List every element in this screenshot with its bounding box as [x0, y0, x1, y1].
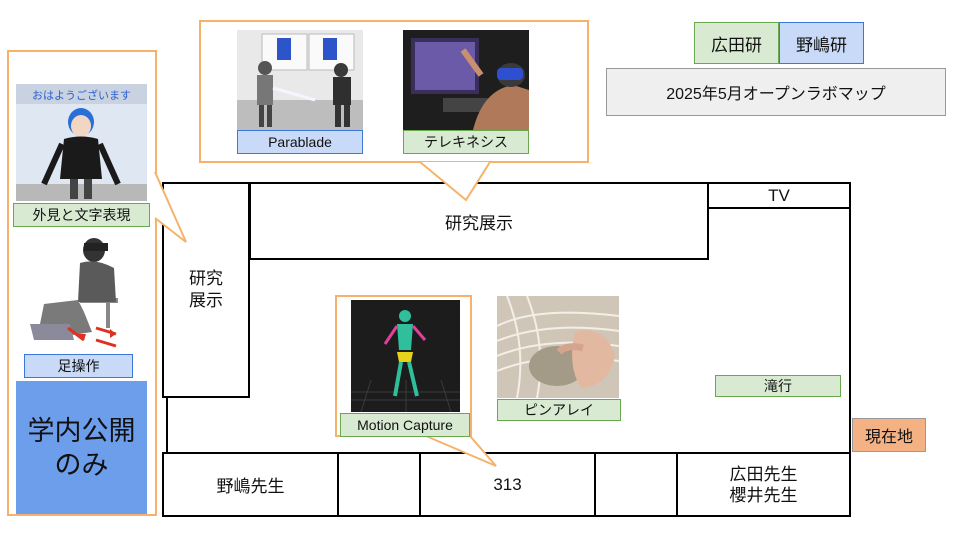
internal-only-block: 学内公開のみ [16, 381, 147, 514]
research-exhibit-room-left: 研究展示 [162, 182, 250, 398]
pin-array-label: ピンアレイ [497, 399, 621, 421]
telekinesis-label: テレキネシス [403, 130, 529, 154]
research-exhibit-room-top: 研究展示 [249, 182, 709, 260]
appearance-caption: おはようございます [32, 90, 131, 102]
room-small-right [594, 452, 678, 517]
telekinesis-photo [403, 30, 529, 130]
legend-hirota-lab: 広田研 [694, 22, 779, 64]
left-callout-pointer [154, 171, 187, 243]
tv-label: TV [768, 185, 790, 205]
motion-capture-pointer [425, 435, 497, 467]
pin-array-photo [497, 296, 619, 398]
room-313: 313 [419, 452, 596, 517]
top-callout-pointer [420, 161, 491, 202]
current-location-marker: 現在地 [852, 418, 926, 452]
appearance-label: 外見と文字表現 [13, 203, 150, 227]
parablade-photo [237, 30, 363, 130]
takigyo-label: 滝行 [715, 375, 841, 397]
appearance-photo [16, 84, 147, 201]
room-small-left [337, 452, 421, 517]
legend-nojima-lab: 野嶋研 [779, 22, 864, 64]
room-hirota-office: 広田先生 櫻井先生 [676, 452, 851, 517]
room-nojima-office: 野嶋先生 [162, 452, 339, 517]
motion-capture-photo [351, 300, 460, 412]
tv-room: TV [707, 182, 851, 209]
foot-control-photo [24, 228, 140, 350]
parablade-label: Parablade [237, 130, 363, 154]
motion-capture-label: Motion Capture [340, 413, 470, 437]
map-title: 2025年5月オープンラボマップ [606, 68, 946, 116]
foot-control-label: 足操作 [24, 354, 133, 378]
